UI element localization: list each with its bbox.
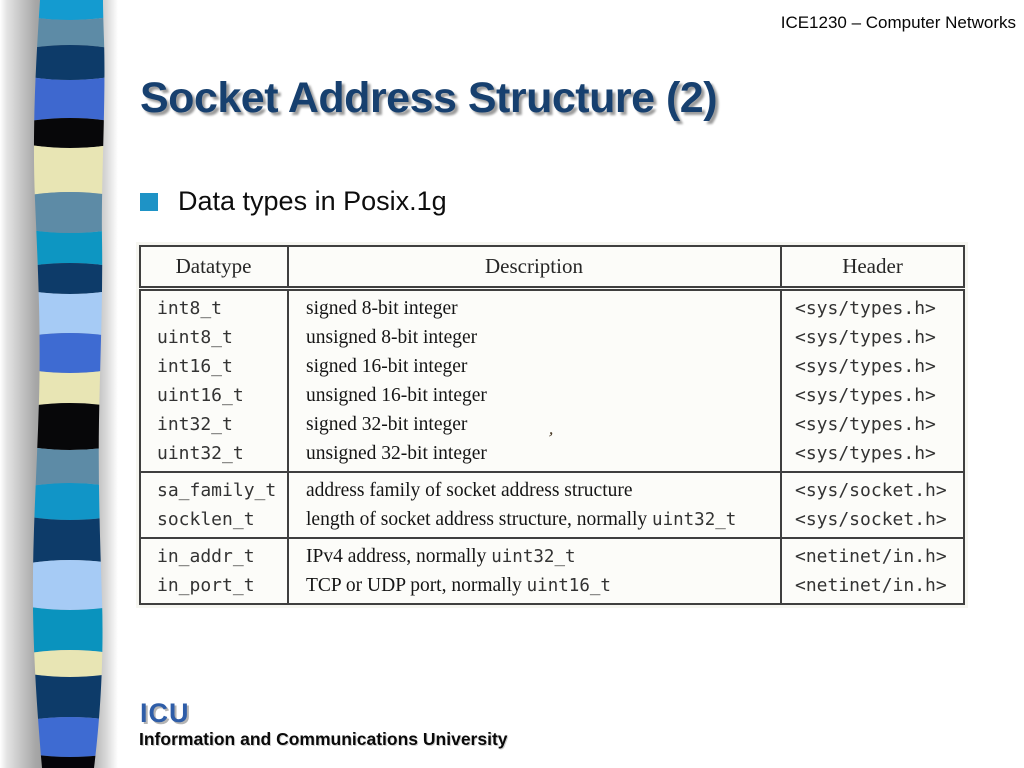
cell-datatype: uint32_t <box>140 439 289 472</box>
ribbon-band <box>32 17 105 48</box>
column-header-header: Header <box>842 254 903 278</box>
cell-header-file: <sys/types.h> <box>795 327 936 348</box>
cell-description: IPv4 address, normally uint32_t <box>288 538 782 571</box>
cell-description: signed 8-bit integer <box>288 288 782 323</box>
column-header-description: Description <box>288 246 782 289</box>
cell-header-file: <netinet/in.h> <box>795 575 947 596</box>
cell-datatype: int32_t <box>140 410 289 439</box>
ribbon-band <box>32 263 105 294</box>
bullet-label: Data types in Posix.1g <box>178 186 447 216</box>
cell-header-file: <sys/socket.h> <box>795 480 947 501</box>
inline-code: uint16_t <box>526 575 611 596</box>
ribbon-band <box>32 754 105 768</box>
cell-datatype: int8_t <box>140 288 289 323</box>
ribbon-band <box>32 483 105 520</box>
ribbon-band <box>32 192 105 233</box>
cell-header-file: <sys/types.h> <box>795 385 936 406</box>
cell-description: length of socket address structure, norm… <box>288 505 782 538</box>
inline-code: uint32_t <box>652 509 737 530</box>
ribbon-band <box>32 717 105 757</box>
ribbon-band <box>32 607 105 653</box>
inline-code: uint32_t <box>491 546 576 567</box>
icu-logo: ICU <box>140 698 190 728</box>
ribbon-band <box>32 333 105 373</box>
ribbon-band <box>32 650 105 677</box>
cell-datatype: in_addr_t <box>140 538 289 571</box>
cell-description: unsigned 16-bit integer <box>288 381 782 410</box>
ribbon-decoration <box>32 0 105 768</box>
table-header: Datatype Description Header <box>140 246 964 289</box>
cell-datatype: uint8_t <box>140 323 289 352</box>
ribbon-band <box>32 447 105 486</box>
cell-description: signed 16-bit integer <box>288 352 782 381</box>
cell-description: address family of socket address structu… <box>288 472 782 505</box>
cell-header-file: <sys/types.h> <box>795 298 936 319</box>
ribbon-bands-group <box>32 0 105 768</box>
cell-description: TCP or UDP port, normally uint16_t <box>288 571 782 604</box>
ribbon-band <box>32 517 105 563</box>
cell-header-file: <sys/types.h> <box>795 414 936 435</box>
ribbon-band <box>32 370 105 406</box>
ribbon-band <box>32 291 105 336</box>
bullet-square-icon <box>140 193 158 211</box>
cell-description: unsigned 8-bit integer <box>288 323 782 352</box>
ribbon-band <box>32 230 105 266</box>
cell-datatype: int16_t <box>140 352 289 381</box>
cell-header-file: <netinet/in.h> <box>795 546 947 567</box>
institution-name: Information and Communications Universit… <box>139 729 508 749</box>
ribbon-band <box>32 403 105 450</box>
course-header: ICE1230 – Computer Networks <box>780 13 1016 32</box>
cell-datatype: sa_family_t <box>140 472 289 505</box>
cell-datatype: in_port_t <box>140 571 289 604</box>
ribbon-band <box>32 77 105 121</box>
ribbon-band <box>32 0 105 20</box>
ribbon-band <box>32 674 105 720</box>
ribbon-band <box>32 45 105 80</box>
column-header-datatype: Datatype <box>140 246 289 289</box>
cell-datatype: uint16_t <box>140 381 289 410</box>
ribbon-band <box>32 118 105 148</box>
cell-header-file: <sys/types.h> <box>795 356 936 377</box>
cell-header-file: <sys/types.h> <box>795 443 936 464</box>
ribbon-band <box>32 145 105 195</box>
cell-description: unsigned 32-bit integer <box>288 439 782 472</box>
cell-description: signed 32-bit integer <box>288 410 782 439</box>
cell-datatype: socklen_t <box>140 505 289 538</box>
cell-header-file: <sys/socket.h> <box>795 509 947 530</box>
ribbon-band <box>32 560 105 610</box>
page-title: Socket Address Structure (2) <box>140 74 718 122</box>
bullet-row: Data types in Posix.1g <box>140 186 447 217</box>
